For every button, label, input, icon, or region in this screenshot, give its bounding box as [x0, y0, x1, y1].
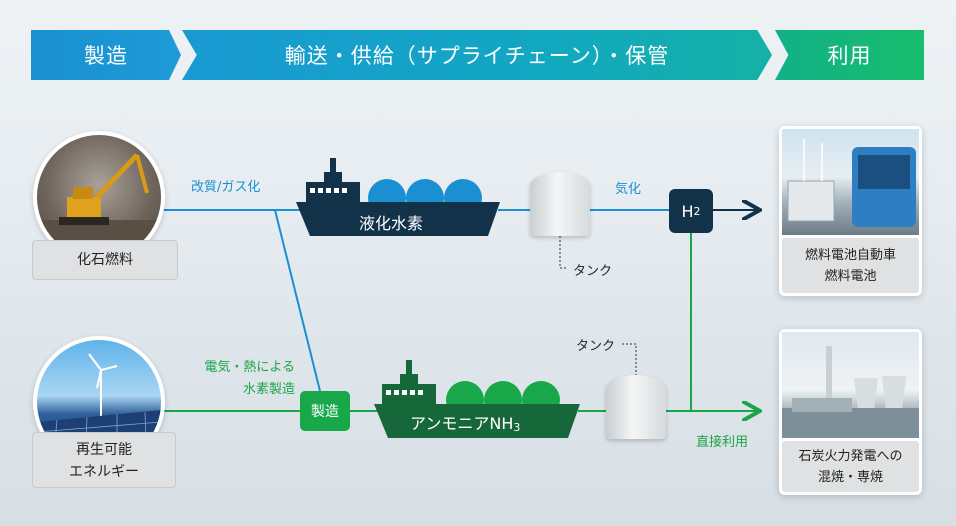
stage-utilization: 利用 [775, 30, 924, 80]
fuel-cell-line1: 燃料電池自動車 [804, 247, 896, 263]
renewable-energy-label: 再生可能 エネルギー [32, 432, 176, 488]
liquid-hydrogen-label: 液化水素 [359, 214, 424, 233]
direct-use-note: 直接利用 [696, 435, 749, 450]
cofiring-line1: 石炭火力発電への [798, 448, 903, 464]
storage-tank-top [530, 172, 590, 236]
ammonia-sub: 3 [513, 421, 521, 434]
electrolysis-line1: 電気・熱による [204, 360, 295, 375]
tank-top-label: タンク [573, 264, 613, 279]
fuel-cell-label: 燃料電池自動車 燃料電池 [782, 238, 919, 293]
reforming-note: 改質/ガス化 [191, 180, 261, 195]
renewable-line1: 再生可能 [76, 442, 132, 458]
bus-station-icon [787, 139, 916, 227]
gasify-note: 気化 [615, 182, 642, 197]
tank-bottom-label: タンク [576, 339, 616, 354]
ammonia-ship [374, 360, 580, 438]
stage-production: 製造 [31, 30, 181, 80]
ammonia-label: アンモニアNH3 [410, 410, 520, 434]
fuel-cell-card: 燃料電池自動車 燃料電池 [779, 126, 922, 296]
cofiring-line2: 混焼・専焼 [817, 469, 883, 485]
h2-main: H [681, 201, 694, 221]
stage-transport: 輸送・供給（サプライチェーン）・保管 [182, 30, 772, 80]
liquid-hydrogen-ship [296, 158, 500, 236]
tank-top-leader [559, 228, 568, 269]
power-plant-icon [782, 346, 919, 438]
h2-sub: 2 [693, 204, 701, 218]
fuel-cell-line2: 燃料電池 [824, 268, 877, 284]
storage-tank-bottom [606, 375, 666, 439]
line-diagonal-to-mfg [274, 209, 321, 392]
electrolysis-line2: 水素製造 [242, 382, 295, 397]
tank-bottom-leader [622, 343, 637, 384]
ammonia-main: アンモニアNH [410, 414, 514, 433]
stage-transport-label: 輸送・供給（サプライチェーン）・保管 [284, 44, 670, 68]
cofiring-card: 石炭火力発電への 混焼・専焼 [779, 329, 922, 495]
stage-production-label: 製造 [84, 44, 128, 68]
power-plant-image [782, 332, 919, 438]
manufacture-node: 製造 [300, 391, 350, 431]
stage-utilization-label: 利用 [827, 44, 872, 68]
fuel-cell-image [782, 129, 919, 235]
fossil-fuel-label: 化石燃料 [32, 240, 178, 280]
renewable-line2: エネルギー [69, 464, 139, 480]
cofiring-label: 石炭火力発電への 混焼・専焼 [782, 441, 919, 492]
electrolysis-note: 電気・熱による 水素製造 [183, 356, 295, 397]
